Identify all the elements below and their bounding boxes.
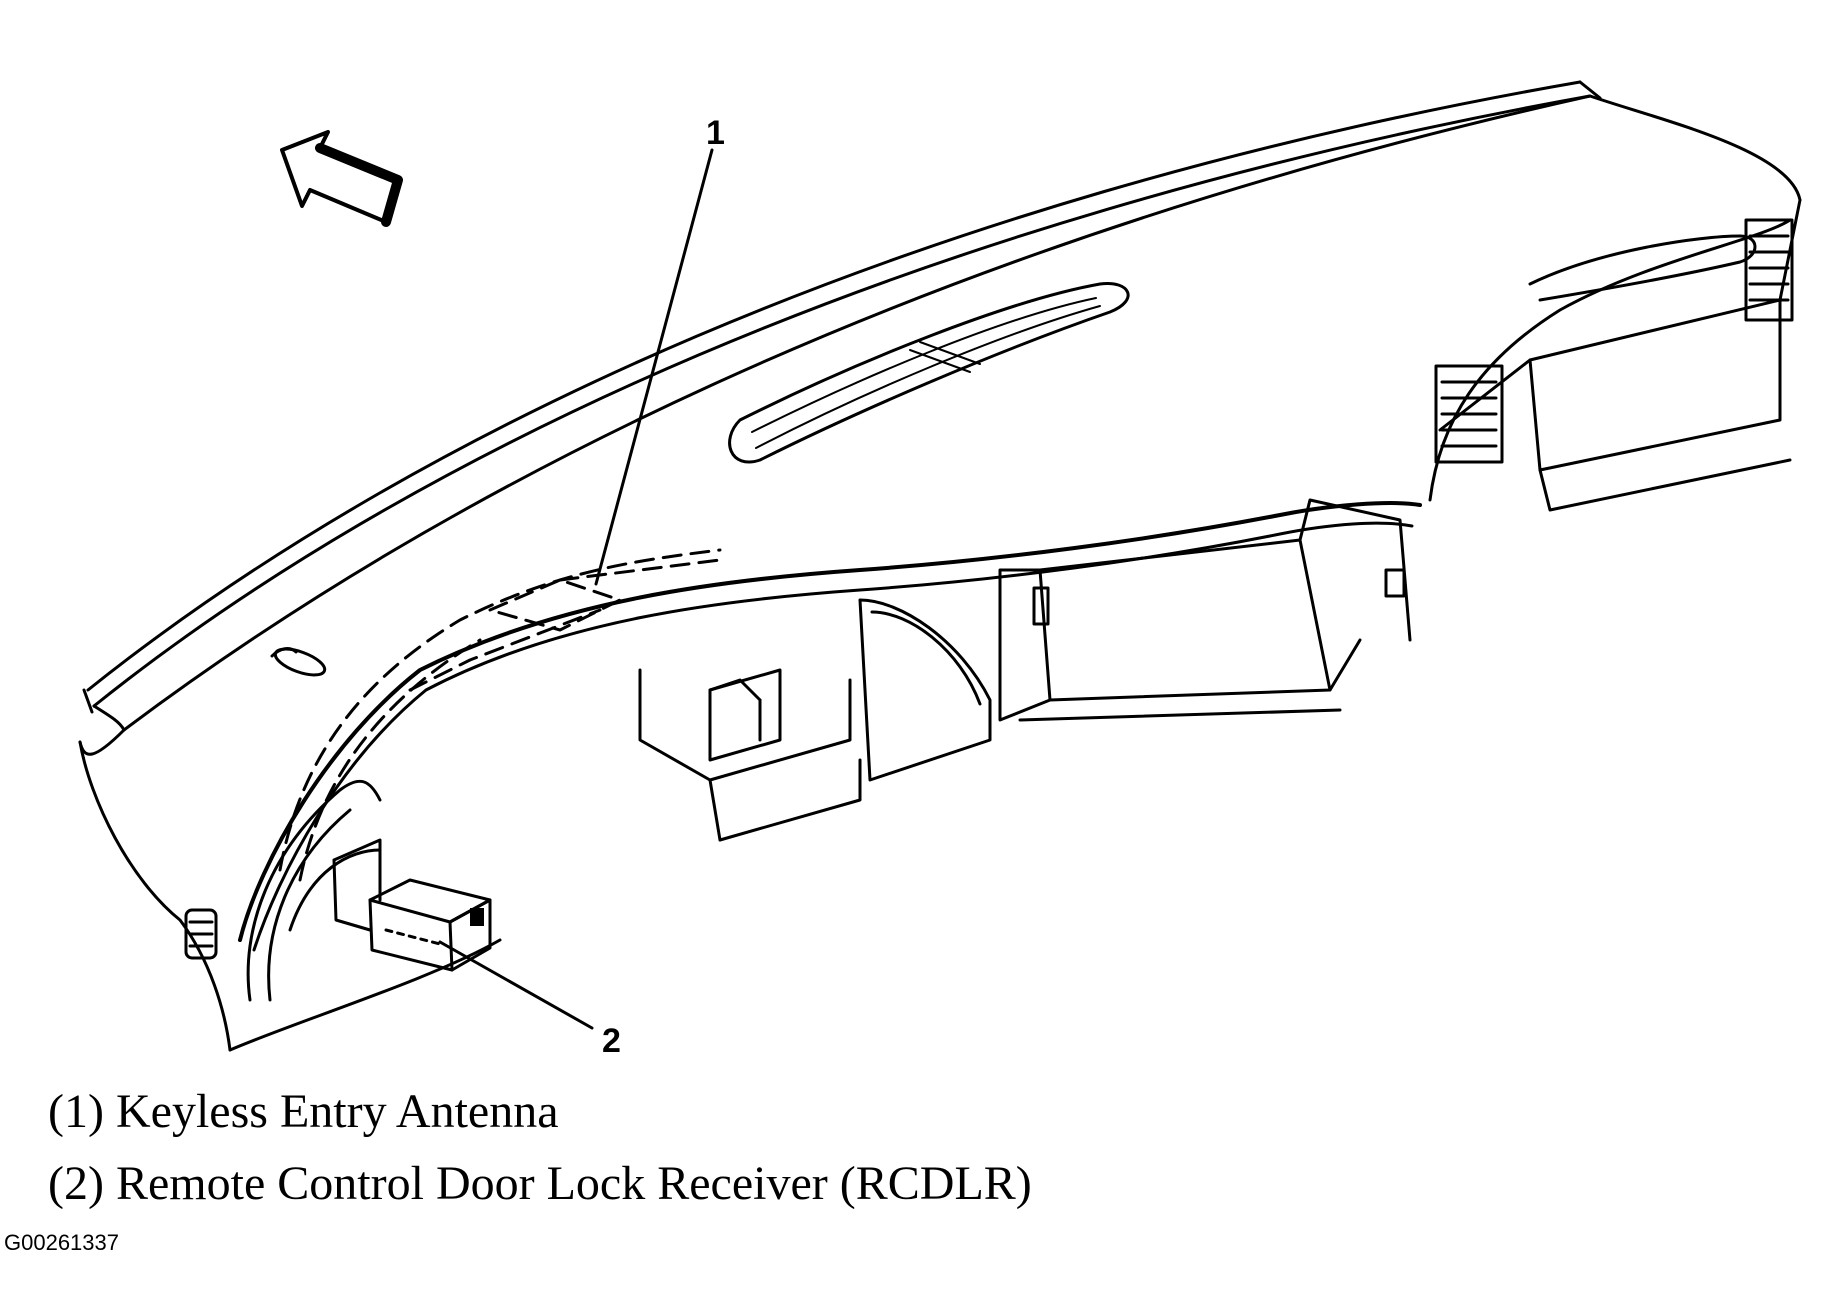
- center-bracket: [638, 668, 862, 842]
- rcdlr-receiver: [332, 838, 492, 972]
- far-right-air-vent: [1744, 218, 1794, 322]
- legend-item-keyless-entry-antenna: (1) Keyless Entry Antenna: [48, 1085, 559, 1138]
- right-air-vent: [1434, 364, 1504, 464]
- radio-opening: [998, 498, 1412, 722]
- keyless-entry-antenna: [278, 548, 722, 882]
- callout-number-1: 1: [706, 114, 725, 152]
- defroster-vent: [728, 281, 1130, 464]
- leader-line-2: [438, 940, 594, 1030]
- windshield-molding: [82, 80, 1602, 714]
- callout-number-2: 2: [602, 1022, 621, 1060]
- dashboard-lower-edge: [228, 501, 1422, 1052]
- figure-id: G00261337: [4, 1230, 119, 1255]
- sensor-oval: [270, 647, 327, 677]
- dashboard-top-surface: [78, 94, 1802, 1052]
- steering-column-opening: [246, 779, 382, 1002]
- legend-item-rcdlr: (2) Remote Control Door Lock Receiver (R…: [48, 1157, 1032, 1210]
- left-side-vent: [184, 908, 218, 960]
- leader-line-1: [594, 148, 714, 586]
- instrument-cluster-opening: [858, 598, 992, 782]
- forward-arrow-icon: [280, 130, 403, 227]
